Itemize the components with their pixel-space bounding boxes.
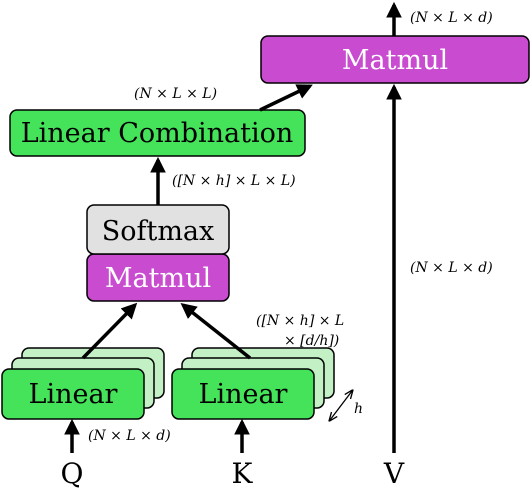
dim-lincomb-to-matmul: (N × L × L) [134,86,217,102]
dim-h: h [354,401,363,417]
input-k-label: K [232,457,254,490]
arrow-q-to-matmul [81,302,138,360]
arrow-lincomb-to-matmul [259,84,313,112]
arrows [64,1,402,453]
linear-q-label: Linear [29,379,118,410]
matmul-inner-label: Matmul [105,263,211,294]
linear-k-label: Linear [199,379,288,410]
dim-softmax-to-lincomb: ([N × h] × L × L) [172,173,296,189]
input-v-label: V [383,457,405,490]
dim-v-input: (N × L × d) [410,260,493,276]
input-q-label: Q [61,457,84,490]
linear-k-stack: Linear [171,347,335,420]
linear-q-stack: Linear [1,347,165,420]
matmul-top-label: Matmul [342,45,448,76]
heads-indicator-arrow [330,391,352,420]
dim-q-input: (N × L × d) [88,428,171,444]
dim-heads-line2: × [d/h]) [284,333,339,349]
dim-output: (N × L × d) [410,10,493,26]
arrow-k-to-matmul [180,303,252,360]
softmax-label: Softmax [102,216,215,247]
dim-heads-line1: ([N × h] × L [256,313,344,329]
linear-combination-box [9,109,306,157]
linear-combination-label: Linear Combination [21,118,294,149]
